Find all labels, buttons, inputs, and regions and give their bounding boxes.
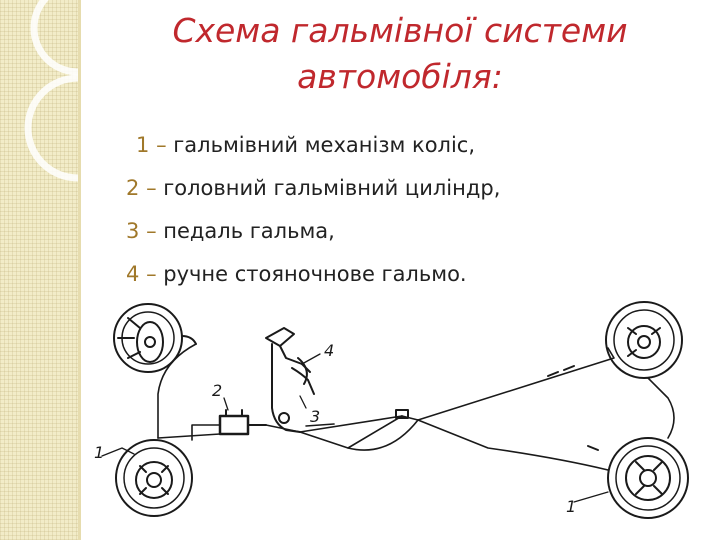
label-leaders xyxy=(101,353,609,503)
handbrake-lever xyxy=(291,363,315,395)
legend-dash: – xyxy=(146,262,157,286)
brake-system-diagram: 1 2 3 4 1 xyxy=(94,301,689,519)
master-cylinder xyxy=(218,409,267,436)
label-handbrake: 4 xyxy=(324,341,334,360)
legend-number: 4 xyxy=(126,262,140,286)
legend-number: 3 xyxy=(126,219,140,243)
legend-text: педаль гальма, xyxy=(163,219,335,243)
label-wheel-front-left: 1 xyxy=(94,443,104,462)
brake-drum-front-right xyxy=(607,437,689,519)
legend-dash: – xyxy=(146,176,157,200)
label-wheel-rear-right: 1 xyxy=(566,497,576,516)
legend-text: ручне стояночнове гальмо. xyxy=(163,262,467,286)
side-strip-edge xyxy=(78,0,81,540)
brake-drum-front-left xyxy=(113,303,197,373)
legend-item: 2 – головний гальмівний циліндр, xyxy=(126,167,686,210)
label-master-cylinder: 2 xyxy=(212,381,222,400)
brake-drum-rear-right xyxy=(605,301,683,379)
legend-text: гальмівний механізм коліс, xyxy=(173,133,476,157)
slide-title-line-2: автомобіля: xyxy=(297,57,503,96)
line-fittings xyxy=(395,365,599,451)
legend-dash: – xyxy=(146,219,157,243)
label-pedal: 3 xyxy=(310,407,320,426)
brake-drum-rear-left xyxy=(115,439,193,517)
slide-title: Схема гальмівної системи автомобіля: xyxy=(100,8,700,100)
legend-text: головний гальмівний циліндр, xyxy=(163,176,501,200)
legend-number: 1 xyxy=(136,133,150,157)
legend-dash: – xyxy=(156,133,167,157)
legend-item: 4 – ручне стояночнове гальмо. xyxy=(126,253,686,296)
legend-item: 3 – педаль гальма, xyxy=(126,210,686,253)
diagram-labels: 1 2 3 4 1 xyxy=(94,341,576,516)
brake-pedal xyxy=(265,327,308,433)
legend-list: 1 – гальмівний механізм коліс, 2 – голов… xyxy=(126,124,686,296)
decorative-circles xyxy=(24,0,78,182)
decorative-side-strip xyxy=(0,0,78,540)
brake-lines xyxy=(157,343,675,471)
slide-title-line-1: Схема гальмівної системи xyxy=(172,11,628,50)
legend-item: 1 – гальмівний механізм коліс, xyxy=(126,124,686,167)
legend-number: 2 xyxy=(126,176,140,200)
